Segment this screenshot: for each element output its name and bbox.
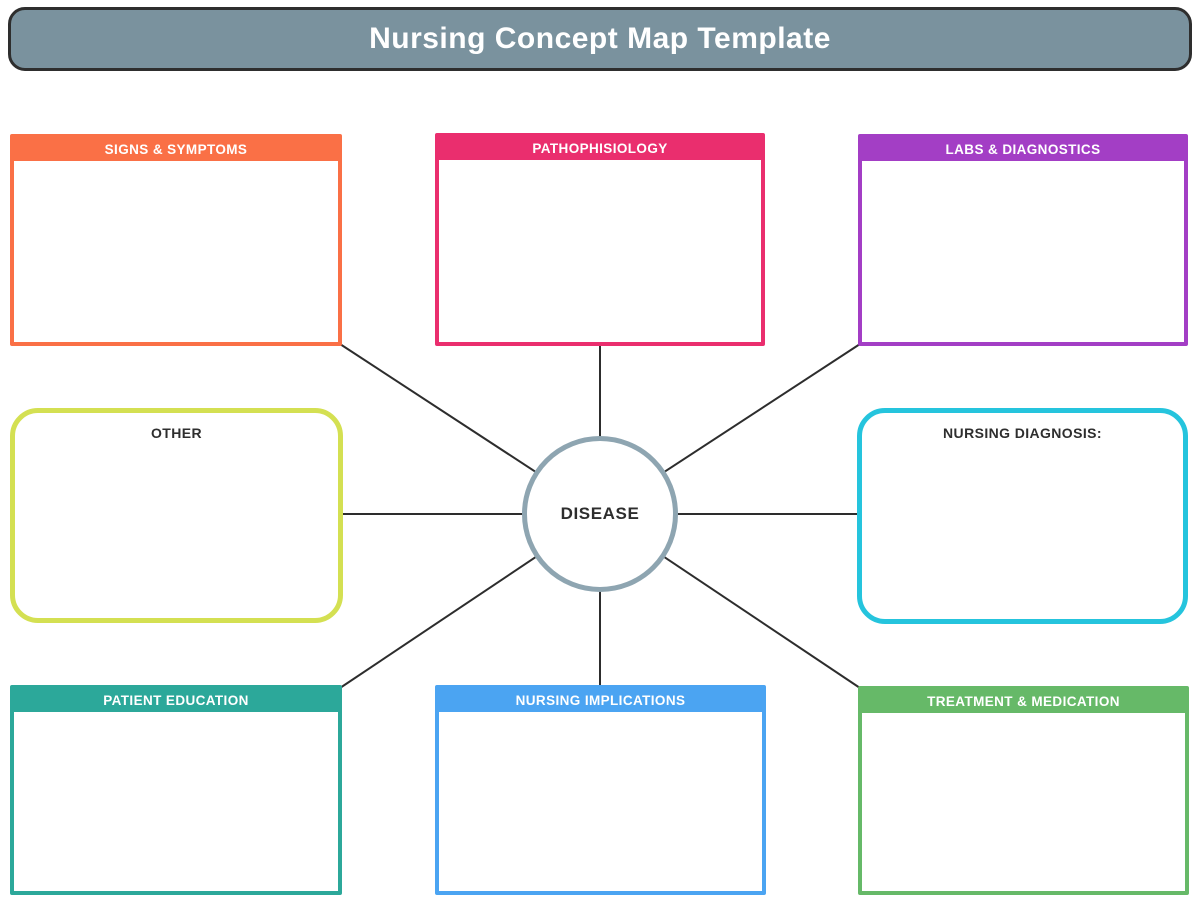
box-signs-symptoms-body[interactable] — [14, 161, 338, 342]
box-nursing-implications-title: NURSING IMPLICATIONS — [515, 693, 686, 708]
box-labs-diagnostics[interactable]: LABS & DIAGNOSTICS — [858, 134, 1188, 346]
disease-label: DISEASE — [560, 504, 640, 523]
page-title: Nursing Concept Map Template — [369, 22, 831, 55]
box-patient-education-title: PATIENT EDUCATION — [103, 693, 249, 708]
box-signs-symptoms-title-bar: SIGNS & SYMPTOMS — [14, 138, 338, 161]
box-nursing-diagnosis[interactable]: NURSING DIAGNOSIS: — [857, 408, 1188, 624]
box-labs-diagnostics-body[interactable] — [862, 161, 1184, 342]
box-treatment-medication-title-bar: TREATMENT & MEDICATION — [862, 690, 1185, 713]
box-pathophisiology-body[interactable] — [439, 160, 761, 342]
box-other[interactable]: OTHER — [10, 408, 343, 623]
box-treatment-medication[interactable]: TREATMENT & MEDICATION — [858, 686, 1189, 895]
box-nursing-implications-title-bar: NURSING IMPLICATIONS — [439, 689, 762, 712]
box-signs-symptoms[interactable]: SIGNS & SYMPTOMS — [10, 134, 342, 346]
box-labs-diagnostics-title-bar: LABS & DIAGNOSTICS — [862, 138, 1184, 161]
box-nursing-implications[interactable]: NURSING IMPLICATIONS — [435, 685, 766, 895]
header-banner: Nursing Concept Map Template — [8, 7, 1192, 71]
box-signs-symptoms-title: SIGNS & SYMPTOMS — [104, 142, 248, 157]
box-nursing-diagnosis-title: NURSING DIAGNOSIS: — [943, 425, 1102, 441]
box-pathophisiology-title-bar: PATHOPHISIOLOGY — [439, 137, 761, 160]
box-labs-diagnostics-title: LABS & DIAGNOSTICS — [945, 142, 1101, 157]
box-patient-education-title-bar: PATIENT EDUCATION — [14, 689, 338, 712]
box-pathophisiology[interactable]: PATHOPHISIOLOGY — [435, 133, 765, 346]
box-patient-education[interactable]: PATIENT EDUCATION — [10, 685, 342, 895]
box-other-title: OTHER — [151, 425, 202, 441]
disease-node[interactable]: DISEASE — [522, 436, 678, 592]
box-treatment-medication-body[interactable] — [862, 713, 1185, 891]
box-nursing-implications-body[interactable] — [439, 712, 762, 891]
box-treatment-medication-title: TREATMENT & MEDICATION — [927, 694, 1120, 709]
box-patient-education-body[interactable] — [14, 712, 338, 891]
box-pathophisiology-title: PATHOPHISIOLOGY — [532, 141, 668, 156]
